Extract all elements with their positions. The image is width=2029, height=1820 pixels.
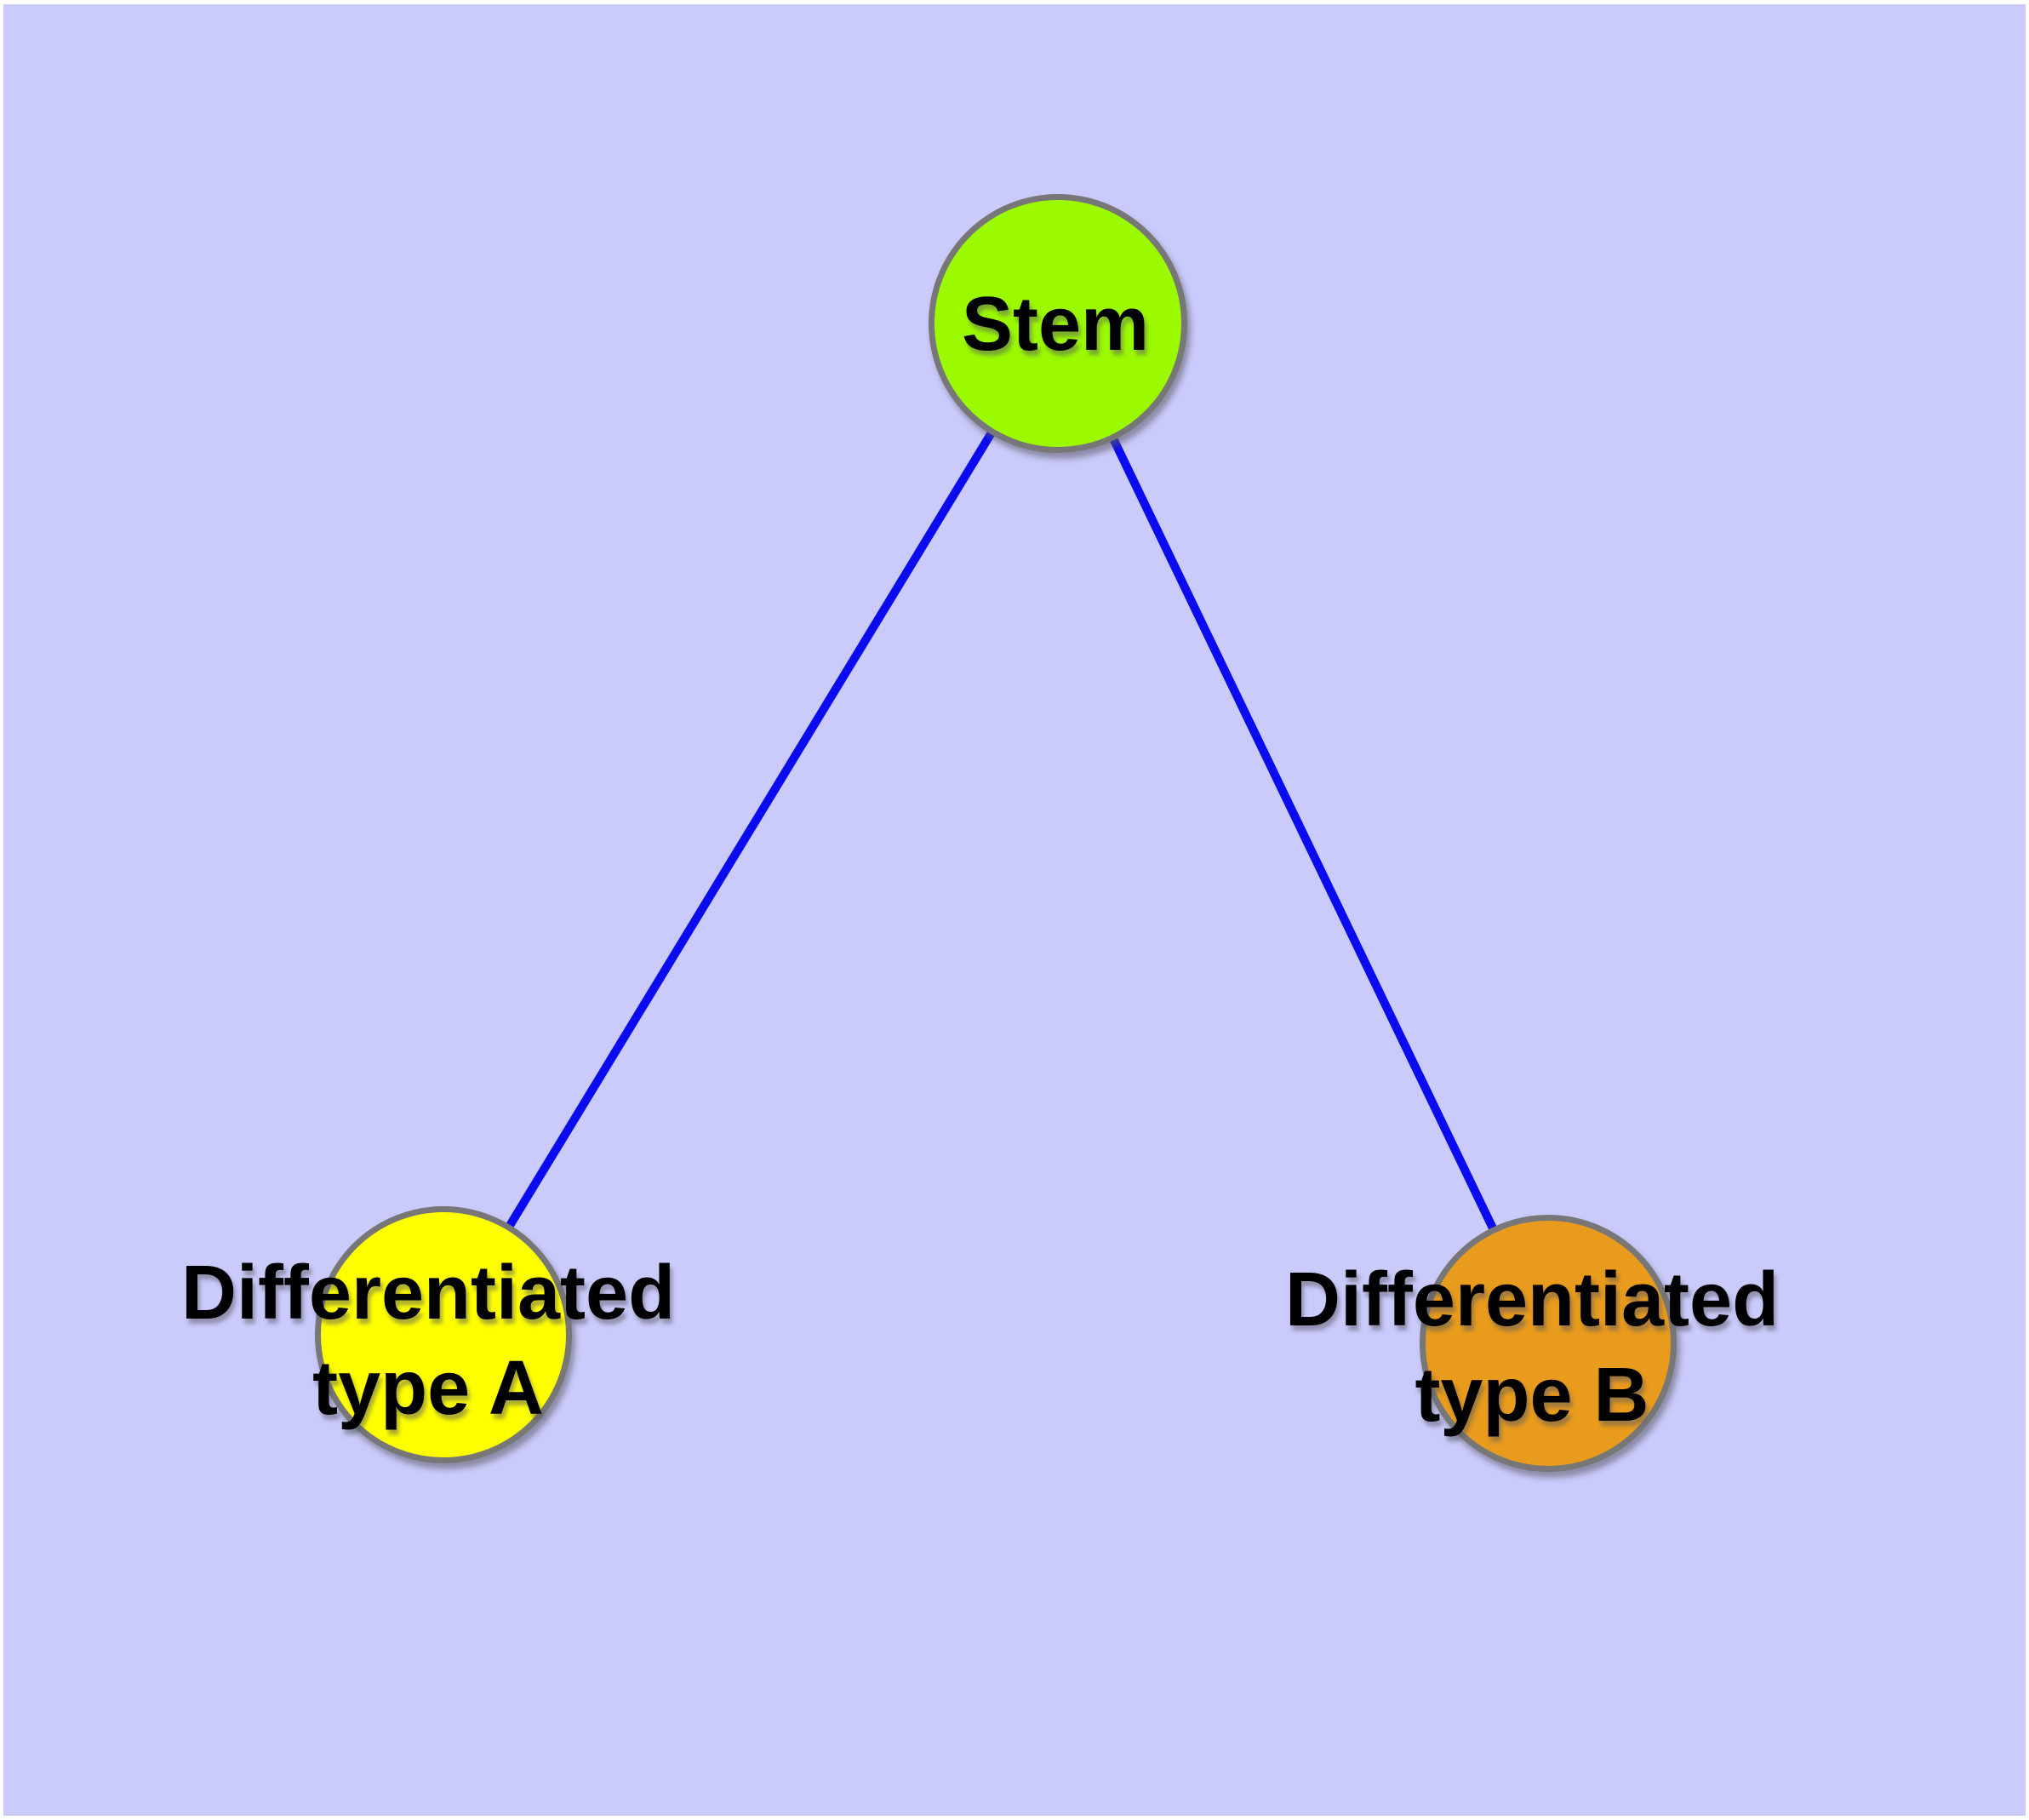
node-label-line: type A bbox=[312, 1346, 544, 1431]
node-differentiated-type-a-circle bbox=[315, 1206, 572, 1463]
node-label-stem: Stem bbox=[962, 277, 1149, 372]
node-label-differentiated-type-b: Differentiated type B bbox=[1285, 1252, 1779, 1443]
node-stem-circle bbox=[929, 194, 1187, 453]
node-label-line: Stem bbox=[961, 282, 1150, 367]
node-label-line: type B bbox=[1415, 1353, 1649, 1438]
diagram-canvas: Stem Differentiated type A Differentiate… bbox=[3, 4, 2026, 1816]
node-label-differentiated-type-a: Differentiated type A bbox=[181, 1245, 675, 1436]
edge-stem-to-type-a bbox=[439, 319, 1062, 1339]
edge-stem-to-type-b bbox=[1054, 319, 1552, 1348]
node-label-line: Differentiated bbox=[1284, 1257, 1780, 1342]
node-label-line: Differentiated bbox=[180, 1251, 676, 1336]
edge-layer bbox=[439, 319, 1552, 1348]
node-differentiated-type-b-circle bbox=[1420, 1215, 1677, 1472]
